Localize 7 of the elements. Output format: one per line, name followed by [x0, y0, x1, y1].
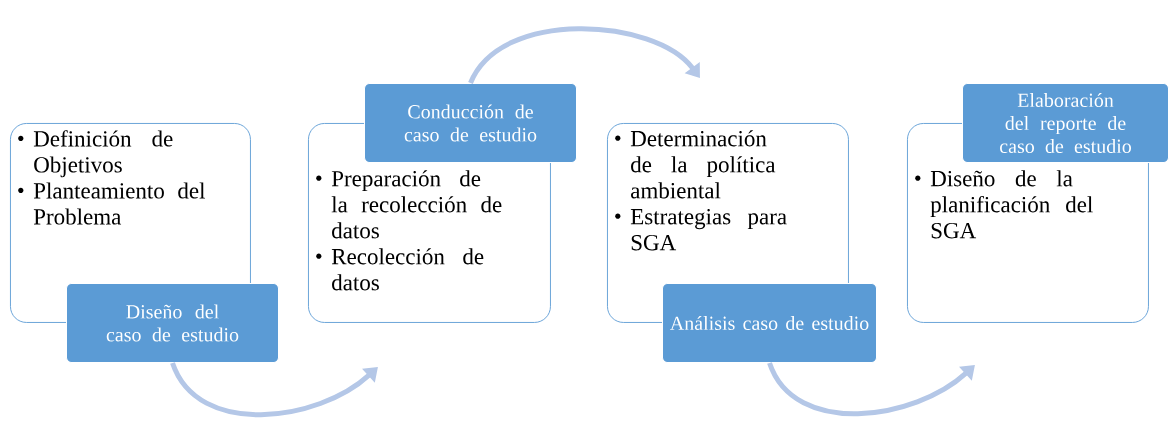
title-box: Análisis caso de estudio	[662, 283, 877, 363]
curved-arrow	[468, 26, 700, 85]
curved-arrow	[767, 361, 975, 417]
title-box: Diseño del caso de estudio	[66, 283, 279, 363]
curved-arrow	[170, 361, 378, 418]
title-box: Conducción de caso de estudio	[364, 83, 577, 163]
title-box: Elaboración del reporte de caso de estudio	[962, 83, 1169, 163]
